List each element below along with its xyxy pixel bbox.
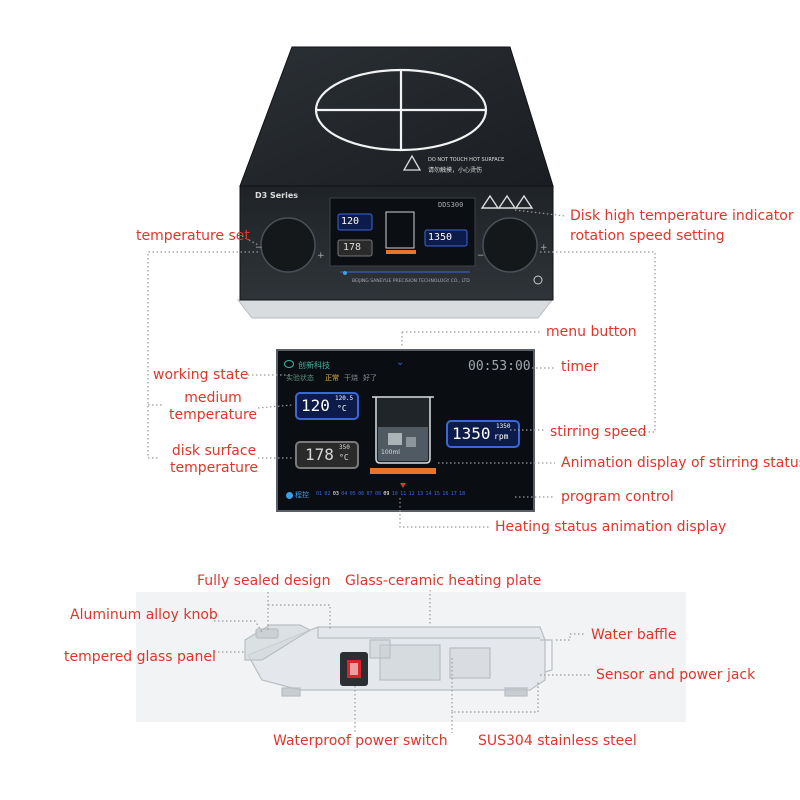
program-step: 06 — [358, 491, 365, 497]
program-step: 17 — [450, 491, 457, 497]
left-knob — [260, 217, 316, 273]
callout-temperature-set: temperature set — [136, 228, 250, 244]
medium-temp-value: 120 — [301, 396, 330, 415]
working-state-label: 实验状态 — [286, 374, 314, 382]
callout-timer: timer — [561, 359, 599, 375]
disk-temp-set: 350 — [339, 444, 350, 451]
device-brand: D3 Series — [255, 191, 299, 200]
medium-temp-display: 120 120.5 °C — [295, 392, 359, 420]
medium-temp-set: 120.5 — [335, 395, 354, 402]
svg-text:−: − — [477, 251, 485, 261]
program-step: 11 — [400, 491, 407, 497]
program-step: 05 — [349, 491, 356, 497]
program-step: 04 — [341, 491, 348, 497]
callout-aluminum-knob: Aluminum alloy knob — [70, 607, 218, 623]
program-step: 07 — [366, 491, 373, 497]
speed-unit: rpm — [494, 432, 509, 441]
svg-text:+: + — [317, 251, 325, 261]
svg-text:+: + — [540, 243, 548, 253]
working-state-normal: 正常 — [325, 374, 339, 382]
working-state-done: 好了 — [363, 374, 377, 382]
screen-brand: 创新科技 — [298, 361, 330, 370]
small-display-disk: 178 — [343, 242, 362, 253]
device-company: BEIJING SANEYUE PRECISION TECHNOLOGY CO.… — [352, 279, 470, 284]
program-step: 02 — [324, 491, 331, 497]
callout-sensor-power: Sensor and power jack — [596, 667, 756, 683]
device-warning-cn: 请勿触摸，小心烫伤 — [428, 167, 483, 174]
program-step: 18 — [459, 491, 466, 497]
program-step: 09 — [383, 491, 390, 497]
callout-disk-surface-temperature: disk surface temperature — [162, 443, 266, 477]
program-step: 14 — [425, 491, 432, 497]
program-step: 08 — [374, 491, 381, 497]
small-display-speed: 1350 — [428, 232, 453, 243]
svg-text:−: − — [255, 243, 263, 253]
callout-glass-ceramic: Glass-ceramic heating plate — [345, 573, 542, 589]
disk-temp-value: 178 — [305, 445, 334, 464]
callout-working-state: working state — [153, 367, 249, 383]
main-screen: 创新科技 实验状态 正常 干烧 好了 ⌄ 00:53:00 120 120.5 … — [276, 349, 535, 512]
speed-value: 1350 — [452, 424, 491, 443]
stirring-animation — [370, 396, 436, 474]
speed-set: 1350 — [496, 423, 511, 430]
program-step: 03 — [332, 491, 339, 497]
callout-tempered-glass: tempered glass panel — [64, 649, 216, 665]
callout-disk-high-temp: Disk high temperature indicator — [570, 208, 794, 224]
device-warning-en: DO NOT TOUCH HOT SURFACE — [428, 157, 505, 163]
small-display-temp: 120 — [341, 216, 360, 227]
right-knob — [482, 217, 538, 273]
hotplate-device-drawing: − + − + — [236, 46, 554, 319]
program-label[interactable]: 程控 — [295, 491, 309, 499]
callout-heating-animation: Heating status animation display — [495, 519, 727, 535]
medium-temp-unit: °C — [337, 404, 347, 413]
callout-stirring-speed: stirring speed — [550, 424, 647, 440]
program-step: 10 — [391, 491, 398, 497]
disk-temp-display: 178 350 °C — [295, 441, 359, 469]
program-step: 12 — [408, 491, 415, 497]
callout-program-control: program control — [561, 489, 674, 505]
program-step: 13 — [417, 491, 424, 497]
working-state-dry: 干烧 — [344, 374, 358, 382]
heating-bar — [370, 468, 436, 474]
callout-disk-surface-temperature-text: disk surface temperature — [170, 443, 258, 476]
callout-medium-temperature: medium temperature — [168, 390, 258, 424]
beaker-volume-label: 100ml — [381, 449, 400, 456]
disk-temp-unit: °C — [339, 453, 349, 462]
callout-rotation-speed: rotation speed setting — [570, 228, 725, 244]
callout-water-baffle: Water baffle — [591, 627, 677, 643]
program-step: 01 — [316, 491, 323, 497]
hotplate-device: − + − + D3 Series DDS300 DO NOT TOUCH HO… — [0, 0, 800, 330]
stirring-speed-display: 1350 1350 rpm — [446, 420, 520, 448]
screen-logo-icon — [284, 360, 294, 368]
callout-animation-stirring: Animation display of stirring status — [561, 455, 800, 471]
program-icon — [286, 492, 293, 499]
program-step: 16 — [442, 491, 449, 497]
timer-display: 00:53:00 — [468, 359, 531, 374]
callout-fully-sealed: Fully sealed design — [197, 573, 331, 589]
callout-waterproof-switch: Waterproof power switch — [273, 733, 448, 749]
callout-medium-temperature-text: medium temperature — [169, 390, 257, 423]
menu-chevron-icon[interactable]: ⌄ — [396, 357, 405, 368]
callout-menu-button: menu button — [546, 324, 637, 340]
program-step: 15 — [433, 491, 440, 497]
heating-marker-icon — [400, 483, 406, 488]
device-model: DDS300 — [438, 201, 464, 209]
callout-sus304: SUS304 stainless steel — [478, 733, 637, 749]
